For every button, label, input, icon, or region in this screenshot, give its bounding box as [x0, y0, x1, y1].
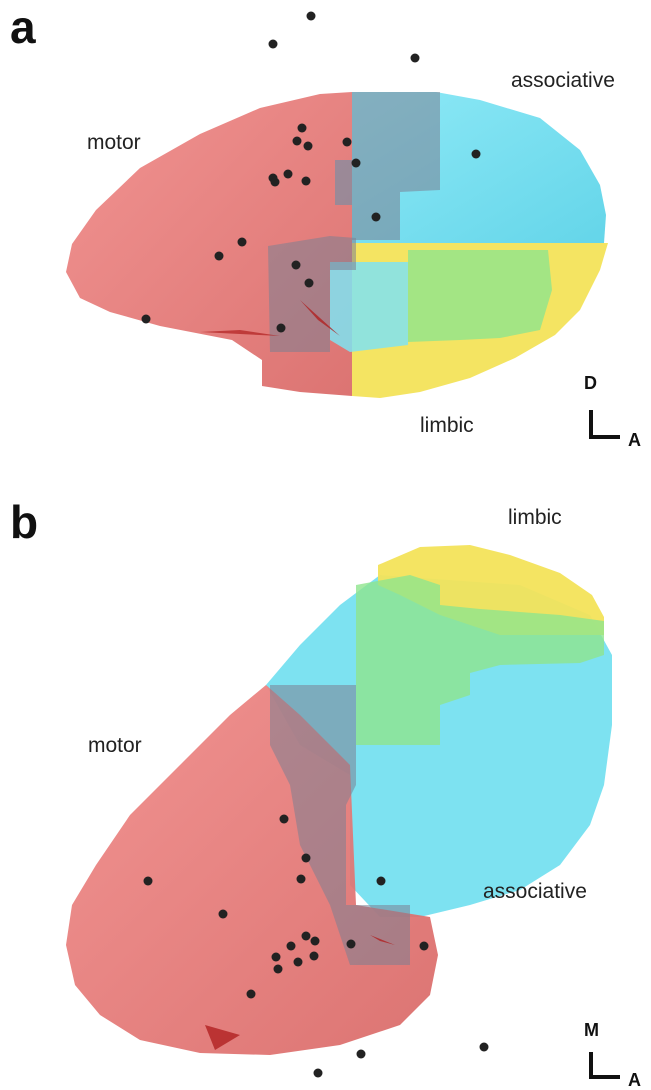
axis-label-a-top: A	[628, 431, 641, 449]
axis-label-a-bottom: A	[628, 1071, 641, 1089]
electrode-dot	[352, 159, 361, 168]
electrode-dot	[298, 124, 307, 133]
electrode-dot	[472, 150, 481, 159]
electrode-dot	[305, 279, 314, 288]
panel-a: a	[0, 0, 651, 545]
electrode-dot	[377, 877, 386, 886]
electrode-dot	[292, 261, 301, 270]
electrode-dot	[274, 965, 283, 974]
electrode-dot	[293, 137, 302, 146]
electrode-dot	[215, 252, 224, 261]
electrode-dot	[297, 875, 306, 884]
electrode-dot	[269, 40, 278, 49]
axis-label-m: M	[584, 1021, 599, 1039]
electrode-dot	[302, 854, 311, 863]
electrode-dot	[411, 54, 420, 63]
orientation-axes-a	[591, 410, 620, 437]
electrode-dot	[277, 324, 286, 333]
electrode-dot	[302, 177, 311, 186]
electrode-dot	[302, 932, 311, 941]
electrode-dot	[311, 937, 320, 946]
overlap-step	[335, 160, 352, 205]
associative-lower-block	[330, 262, 408, 352]
electrode-dot	[347, 940, 356, 949]
label-associative-a: associative	[511, 70, 615, 91]
label-motor-b: motor	[88, 735, 142, 756]
electrode-dot	[310, 952, 319, 961]
label-limbic-a: limbic	[420, 415, 474, 436]
electrode-dot	[284, 170, 293, 179]
electrode-dot	[420, 942, 429, 951]
electrode-dot	[307, 12, 316, 21]
electrode-dot	[272, 953, 281, 962]
electrode-dot	[271, 178, 280, 187]
orientation-axes-b	[591, 1052, 620, 1077]
axis-label-d: D	[584, 374, 597, 392]
label-motor-a: motor	[87, 132, 141, 153]
electrode-dot	[142, 315, 151, 324]
overlap-assoc-limbic	[408, 250, 552, 342]
electrode-dot	[294, 958, 303, 967]
electrode-dot	[372, 213, 381, 222]
electrode-dot	[343, 138, 352, 147]
label-associative-b: associative	[483, 881, 587, 902]
panel-letter-b: b	[10, 499, 38, 545]
electrode-dot	[287, 942, 296, 951]
electrode-dot	[219, 910, 228, 919]
electrode-dot	[357, 1050, 366, 1059]
electrode-dot	[144, 877, 153, 886]
striatum-3d-render-b	[0, 545, 651, 1090]
panel-b: b	[0, 545, 651, 1090]
electrode-dot	[304, 142, 313, 151]
electrode-dot	[314, 1069, 323, 1078]
electrode-dot	[480, 1043, 489, 1052]
electrode-dot	[280, 815, 289, 824]
electrode-dot	[247, 990, 256, 999]
electrode-dot	[238, 238, 247, 247]
label-limbic-b: limbic	[508, 507, 562, 528]
